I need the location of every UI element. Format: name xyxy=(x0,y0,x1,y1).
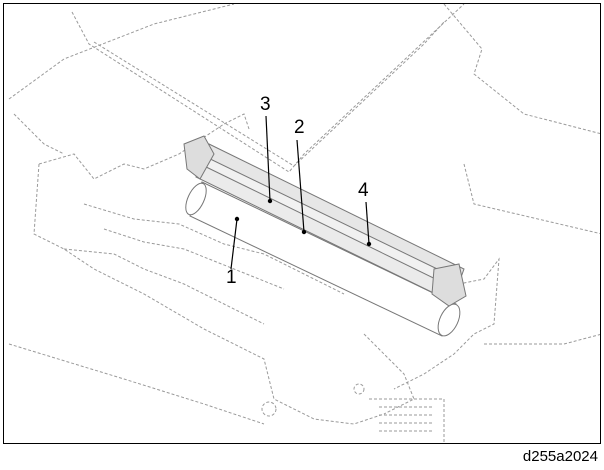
leader-dot-4 xyxy=(366,241,372,247)
roller-assembly xyxy=(183,135,467,337)
machine-body xyxy=(8,4,600,443)
right-base xyxy=(484,334,600,345)
fuser-internal-rib-2 xyxy=(103,228,285,290)
right-frame xyxy=(393,257,500,390)
guide-plate xyxy=(63,248,265,325)
machine-line-drawing xyxy=(8,4,600,443)
leader-dot-3 xyxy=(267,198,273,204)
vent-panel xyxy=(369,398,445,443)
leader-line-1 xyxy=(230,218,238,270)
hot-roller-end xyxy=(185,182,207,216)
right-lower-frame xyxy=(363,333,415,415)
screw-hole xyxy=(353,383,365,395)
leader-line-4 xyxy=(365,201,370,245)
left-frame-top xyxy=(38,113,250,180)
leader-line-3 xyxy=(265,115,271,202)
callout-1: 1 xyxy=(226,267,237,288)
hot-roller-end xyxy=(437,303,461,337)
right-side-cover xyxy=(463,163,600,235)
callout-4: 4 xyxy=(358,180,369,201)
diagram-frame: 1 2 3 4 xyxy=(3,3,601,444)
fuser-internal-rib xyxy=(83,203,345,295)
scanner-edge xyxy=(8,4,235,100)
left-end-bracket xyxy=(183,135,215,180)
operation-panel-inner xyxy=(93,21,445,167)
leader-lines xyxy=(230,115,370,270)
leader-dot-2 xyxy=(301,229,307,235)
figure-code: d255a2024 xyxy=(522,448,598,465)
left-side-edge xyxy=(13,113,65,155)
leader-line-2 xyxy=(296,139,305,233)
leader-dots xyxy=(234,198,372,247)
callout-2: 2 xyxy=(294,117,305,138)
unit-base-outline xyxy=(33,163,385,425)
right-end-bracket xyxy=(431,263,467,307)
leader-dot-1 xyxy=(234,216,240,222)
screw-hole xyxy=(261,401,277,417)
lower-cover-edge xyxy=(8,343,265,425)
callout-3: 3 xyxy=(260,94,271,115)
upper-rear-cover xyxy=(443,4,600,135)
